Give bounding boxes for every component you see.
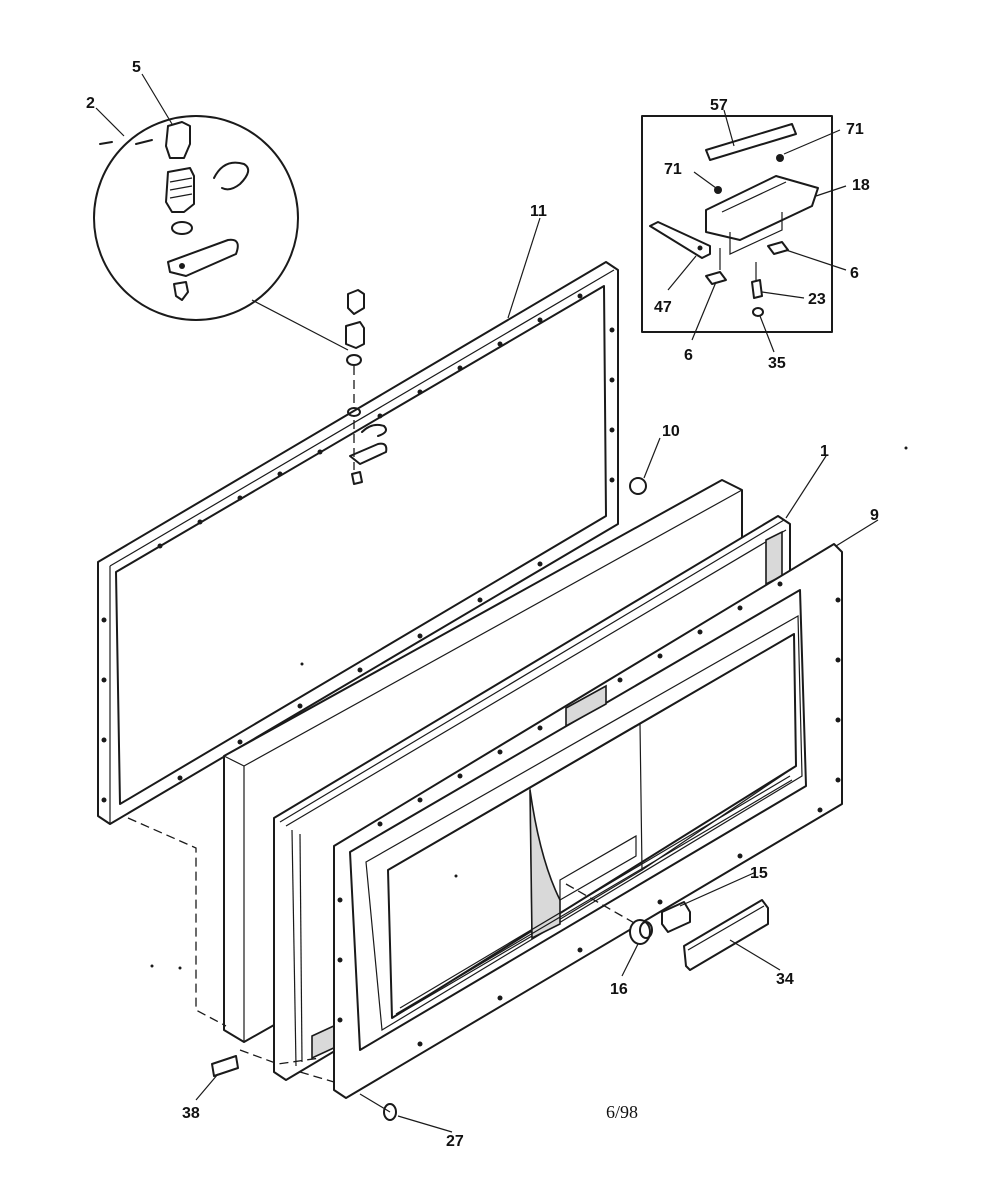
callout-57: 57: [710, 97, 728, 114]
callout-6-right: 6: [850, 265, 859, 282]
frame-holes: [101, 293, 615, 803]
door-frame-11: [97, 261, 619, 825]
callout-38: 38: [182, 1105, 200, 1122]
leader-lines: [95, 73, 879, 1133]
revision-date: 6/98: [606, 1102, 638, 1122]
front-panel-9: [333, 543, 843, 1099]
callout-23: 23: [808, 291, 826, 308]
latch-detail-box: [641, 115, 833, 333]
callout-34: 34: [776, 971, 794, 988]
callout-27: 27: [446, 1133, 464, 1150]
callout-labels: 2 5 11 57 71 71 18 6 47 23 6 35 10 1 9 1…: [86, 59, 879, 1150]
callout-15: 15: [750, 865, 768, 882]
callout-2: 2: [86, 95, 95, 112]
callout-18: 18: [852, 177, 870, 194]
stray-marks: [150, 446, 908, 970]
callout-10: 10: [662, 423, 680, 440]
callout-35: 35: [768, 355, 786, 372]
callout-6-left: 6: [684, 347, 693, 364]
small-parts: [127, 817, 769, 1121]
callout-11: 11: [530, 203, 547, 220]
callout-71-right: 71: [846, 121, 864, 138]
callout-47: 47: [654, 299, 672, 316]
callout-16: 16: [610, 981, 628, 998]
callout-1: 1: [820, 443, 829, 460]
hinge-detail-circle: [93, 115, 349, 351]
hinge-parts-exploded: [345, 289, 388, 485]
callout-71-left: 71: [664, 161, 682, 178]
callout-9: 9: [870, 507, 879, 524]
callout-5: 5: [132, 59, 141, 76]
